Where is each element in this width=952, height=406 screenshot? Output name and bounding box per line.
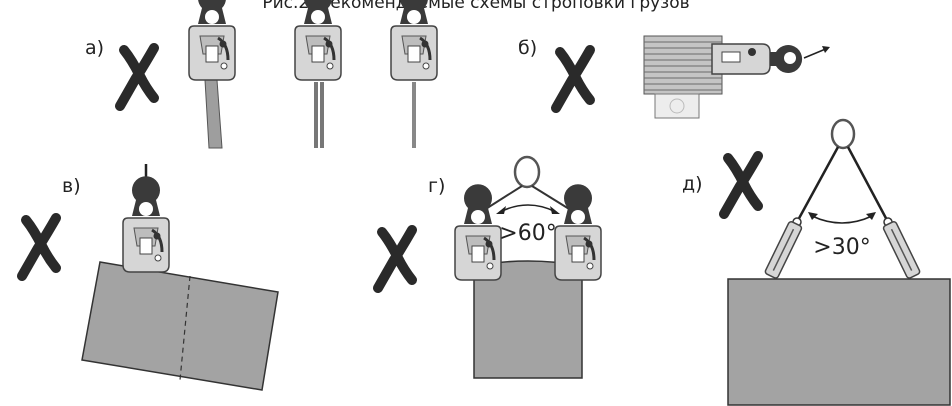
figure-title: Рис.2. Рекомендуемые схемы строповки гру…: [262, 0, 689, 13]
tilted-load: [81, 261, 279, 391]
panel-v: в): [22, 164, 279, 391]
sheet-stack: [643, 35, 723, 119]
clamp-tilted-left-icon: [764, 220, 803, 279]
panel-d-label: д): [682, 173, 703, 195]
panel-b-label: б): [518, 37, 537, 59]
clamp-icon: [553, 182, 603, 282]
sling-right: [531, 185, 575, 213]
lifting-ring: [830, 118, 856, 150]
clamp-icon: [453, 182, 503, 282]
cross-mark-icon: [120, 48, 154, 106]
arc-arrow-right-icon: [550, 206, 560, 214]
panel-a-label: а): [85, 37, 104, 59]
clamp-icon: [121, 174, 171, 274]
angle-label-60: >60°: [499, 221, 556, 246]
plate-strip: [314, 82, 318, 148]
sling-left: [795, 146, 840, 223]
panel-d: д) >30°: [682, 118, 951, 406]
clamp-horizontal-icon: [711, 43, 803, 75]
lifting-ring: [513, 155, 541, 189]
cross-mark-icon: [378, 230, 412, 288]
sling-right: [846, 146, 890, 223]
cross-mark-icon: [724, 156, 758, 214]
angle-arc: [499, 204, 557, 213]
arc-arrow-left-icon: [808, 212, 818, 220]
angle-arc: [811, 215, 873, 224]
panel-g-label: г): [428, 175, 445, 197]
panel-b: б): [518, 35, 830, 119]
clamp-icon: [187, 0, 237, 82]
arc-arrow-left-icon: [496, 206, 506, 214]
angle-label-30: >30°: [813, 235, 870, 260]
panel-g: г) >60°: [378, 155, 603, 379]
block-load: [727, 278, 951, 406]
clamp-tilted-right-icon: [882, 220, 921, 279]
thin-plate: [204, 79, 223, 149]
plate-strip: [320, 82, 324, 148]
cross-mark-icon: [22, 218, 56, 276]
arrow-head-icon: [822, 46, 830, 53]
plate-strip: [412, 82, 416, 148]
panel-a: а): [85, 0, 439, 149]
arc-arrow-right-icon: [866, 212, 876, 220]
cross-mark-icon: [556, 50, 590, 108]
panel-v-label: в): [62, 175, 81, 197]
